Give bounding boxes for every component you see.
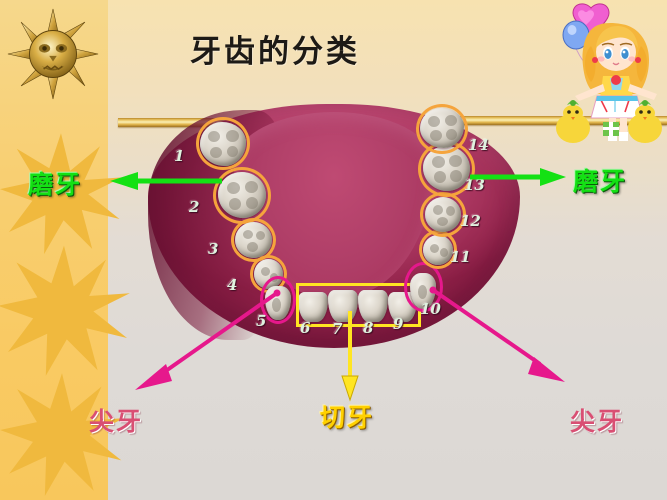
label-incisor: 切牙	[320, 403, 375, 432]
tooth-number-1: 1	[174, 147, 185, 165]
label-canine-left: 尖牙	[89, 407, 144, 436]
molar-highlight-14	[416, 104, 468, 154]
canine-highlight-right	[404, 262, 443, 312]
label-molar-right: 磨牙	[573, 167, 628, 196]
label-canine-right: 尖牙	[570, 407, 625, 436]
page-title: 牙齿的分类	[190, 34, 360, 70]
tooth-number-13: 13	[464, 176, 485, 194]
tooth-number-6: 6	[300, 319, 311, 337]
label-molar-left: 磨牙	[28, 170, 83, 199]
tooth-8	[358, 290, 388, 322]
tooth-number-12: 12	[460, 212, 481, 230]
tooth-7	[328, 290, 358, 322]
chick-icon	[628, 100, 662, 143]
tooth-number-14: 14	[468, 136, 489, 154]
tooth-6	[298, 292, 328, 322]
tooth-number-3: 3	[208, 240, 219, 258]
tooth-number-11: 11	[450, 248, 471, 266]
molar-highlight-2	[213, 167, 271, 224]
gold-rod-left	[118, 118, 243, 127]
chick-icon	[556, 100, 590, 143]
tooth-number-7: 7	[332, 320, 343, 338]
dental-arch-image: 1 2 3 4 5 6 7 8 9 10 11 12 13 14	[148, 104, 520, 348]
tooth-number-2: 2	[189, 198, 200, 216]
cartoon-girl-with-balloons-icon	[545, 0, 667, 145]
tooth-number-9: 9	[393, 315, 404, 333]
gold-rod-right	[430, 116, 667, 125]
tooth-number-10: 10	[420, 300, 441, 318]
sun-face-icon	[6, 6, 100, 102]
molar-highlight-1	[196, 117, 250, 170]
molar-highlight-3	[231, 218, 276, 262]
tooth-number-8: 8	[363, 319, 374, 337]
tooth-number-5: 5	[256, 312, 267, 330]
tooth-number-4: 4	[227, 276, 238, 294]
